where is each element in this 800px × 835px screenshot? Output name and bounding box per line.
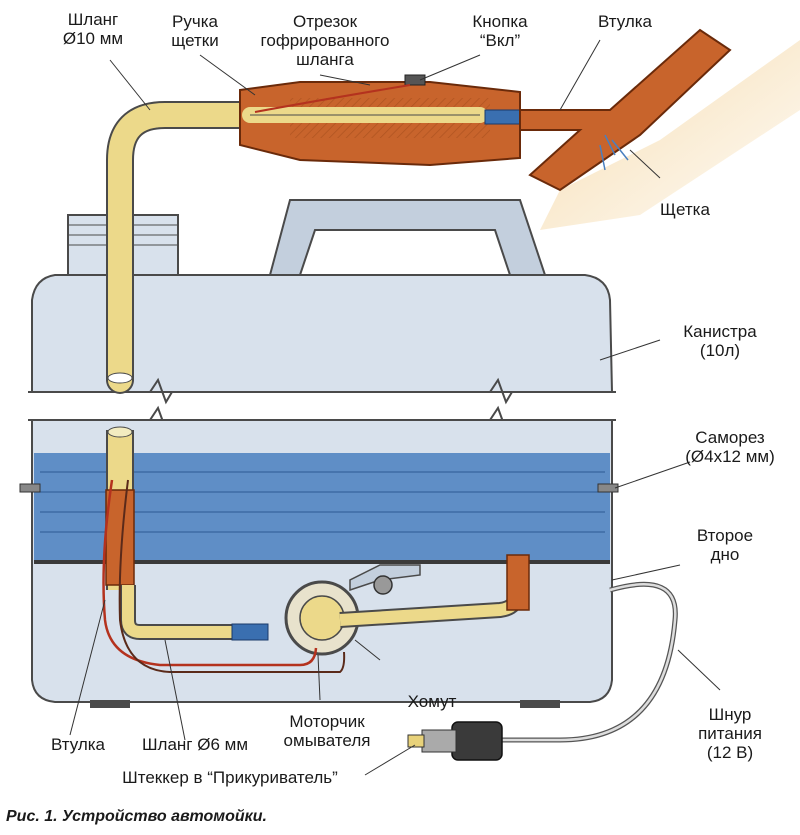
canister-handle — [268, 199, 547, 276]
handle-wires — [254, 84, 411, 113]
wire-red — [102, 479, 318, 667]
hose-6mm-fill — [122, 585, 240, 638]
cigarette-plug — [407, 721, 503, 761]
washer-motor-inner — [299, 595, 345, 641]
label-washer-motor: Моторчик омывателя — [283, 712, 371, 750]
leader-lines — [69, 39, 721, 776]
label-sleeve-top: Втулка — [597, 12, 653, 31]
label-screw: Саморез (Ø4х12 мм) — [685, 428, 775, 466]
hose-end-bottom — [107, 426, 133, 438]
clamp-bolt — [373, 575, 393, 595]
foot-right — [520, 700, 560, 708]
power-cord-fill — [480, 583, 677, 742]
screw-right — [597, 483, 619, 493]
label-brush: Щетка — [660, 200, 710, 219]
label-corrugated-hose: Отрезок гофрированного шланга — [260, 12, 390, 69]
brush-handle — [239, 74, 561, 167]
hose-end-top — [107, 372, 133, 384]
wire-dark — [118, 479, 346, 673]
label-plug: Штеккер в “Прикуриватель” — [122, 768, 338, 787]
intake-fitting — [506, 554, 530, 611]
label-sleeve-bottom: Втулка — [50, 735, 106, 754]
label-second-bottom: Второе дно — [696, 526, 754, 564]
on-button — [404, 74, 426, 86]
break-line-top — [28, 377, 616, 405]
foot-left — [90, 700, 130, 708]
hose-connector — [231, 623, 269, 641]
label-clamp: Хомут — [407, 692, 457, 711]
hose-10mm-fill — [108, 103, 262, 392]
label-on-button: Кнопка “Вкл” — [472, 12, 528, 50]
brush-head — [519, 28, 800, 230]
label-hose-10mm: Шланг Ø10 мм — [62, 10, 124, 48]
screw-left — [19, 483, 41, 493]
label-canister: Канистра (10л) — [683, 322, 757, 360]
label-brush-handle: Ручка щетки — [171, 12, 219, 50]
label-hose-6mm: Шланг Ø6 мм — [141, 735, 249, 754]
label-power-cord: Шнур питания (12 В) — [698, 705, 762, 762]
figure-caption: Рис. 1. Устройство автомойки. — [6, 808, 267, 825]
liquid — [34, 453, 610, 560]
